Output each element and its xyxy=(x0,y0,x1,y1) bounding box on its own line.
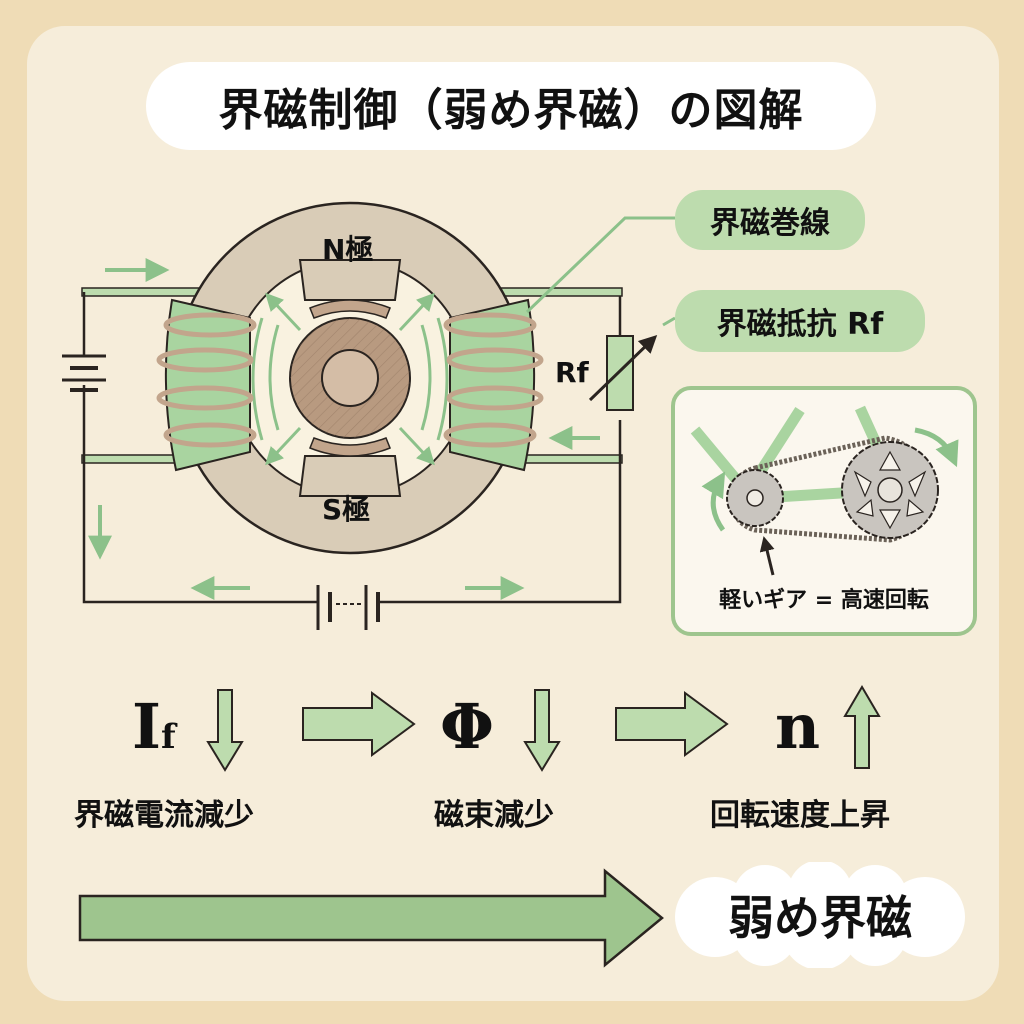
battery-icon xyxy=(62,354,106,392)
down-arrow-icon xyxy=(206,689,244,772)
small-sprocket xyxy=(726,469,784,527)
result-label: 弱め界磁 xyxy=(728,891,912,945)
speed-caption: 回転速度上昇 xyxy=(710,798,890,833)
field-current-symbol: If xyxy=(132,690,176,763)
result-cloud xyxy=(675,862,965,968)
gear-caption: 軽いギア = 高速回転 xyxy=(719,588,929,613)
gear-analogy-panel: 軽いギア = 高速回転 xyxy=(671,386,977,636)
bottom-battery-icon xyxy=(316,585,380,630)
pointer-arrow xyxy=(759,536,775,576)
right-arrow-icon xyxy=(615,691,729,757)
field-winding-label: 界磁巻線 xyxy=(675,190,865,250)
n-pole-shoe xyxy=(309,299,391,319)
magnetic-flux-lines xyxy=(251,292,449,466)
current-flow-arrows xyxy=(88,258,600,600)
s-pole-shoe xyxy=(309,437,391,457)
field-current-caption: 界磁電流減少 xyxy=(74,798,254,833)
bicycle-gear-illustration xyxy=(690,405,959,576)
large-sprocket xyxy=(841,441,939,539)
variable-resistor-icon xyxy=(588,334,658,411)
leader-lines xyxy=(525,216,676,327)
down-arrow-icon xyxy=(523,689,561,772)
title-banner: 界磁制御（弱め界磁）の図解 xyxy=(146,62,876,150)
right-arrow-icon xyxy=(302,691,416,757)
rf-label: Rf xyxy=(555,356,589,389)
up-arrow-icon xyxy=(843,685,881,769)
rotation-arrow-small xyxy=(701,471,726,532)
field-coil-right xyxy=(443,298,544,472)
n-pole-label: N極 xyxy=(322,233,374,266)
result-arrow-icon xyxy=(78,868,664,968)
rotor xyxy=(289,317,411,439)
field-resistor-label: 界磁抵抗 Rf xyxy=(675,290,925,352)
field-coil-left xyxy=(156,298,257,472)
page-title: 界磁制御（弱め界磁）の図解 xyxy=(218,85,804,136)
flux-symbol: Φ xyxy=(440,690,495,763)
rotation-arrow-large xyxy=(914,427,959,468)
flux-caption: 磁束減少 xyxy=(434,798,554,833)
s-pole-label: S極 xyxy=(322,493,371,526)
speed-symbol: n xyxy=(775,690,821,763)
